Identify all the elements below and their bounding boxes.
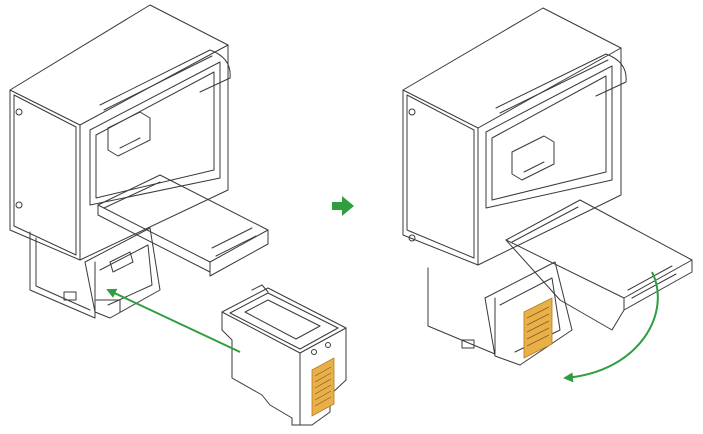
- installed-cartridge: [523, 297, 553, 359]
- cartridge-contacts-1: [311, 357, 335, 417]
- step-2-panel: [402, 7, 693, 383]
- open-lid-1: [97, 174, 269, 277]
- close-direction-arrow-icon: [563, 271, 659, 383]
- cartridge-contacts-2: [523, 297, 553, 359]
- ink-cartridge: [221, 284, 347, 426]
- printer-body-2: [402, 7, 627, 366]
- next-step-arrow-icon: [332, 196, 354, 216]
- insert-direction-arrow-icon: [106, 288, 241, 353]
- step-1-panel: [9, 4, 347, 426]
- printer-body-1: [9, 4, 231, 319]
